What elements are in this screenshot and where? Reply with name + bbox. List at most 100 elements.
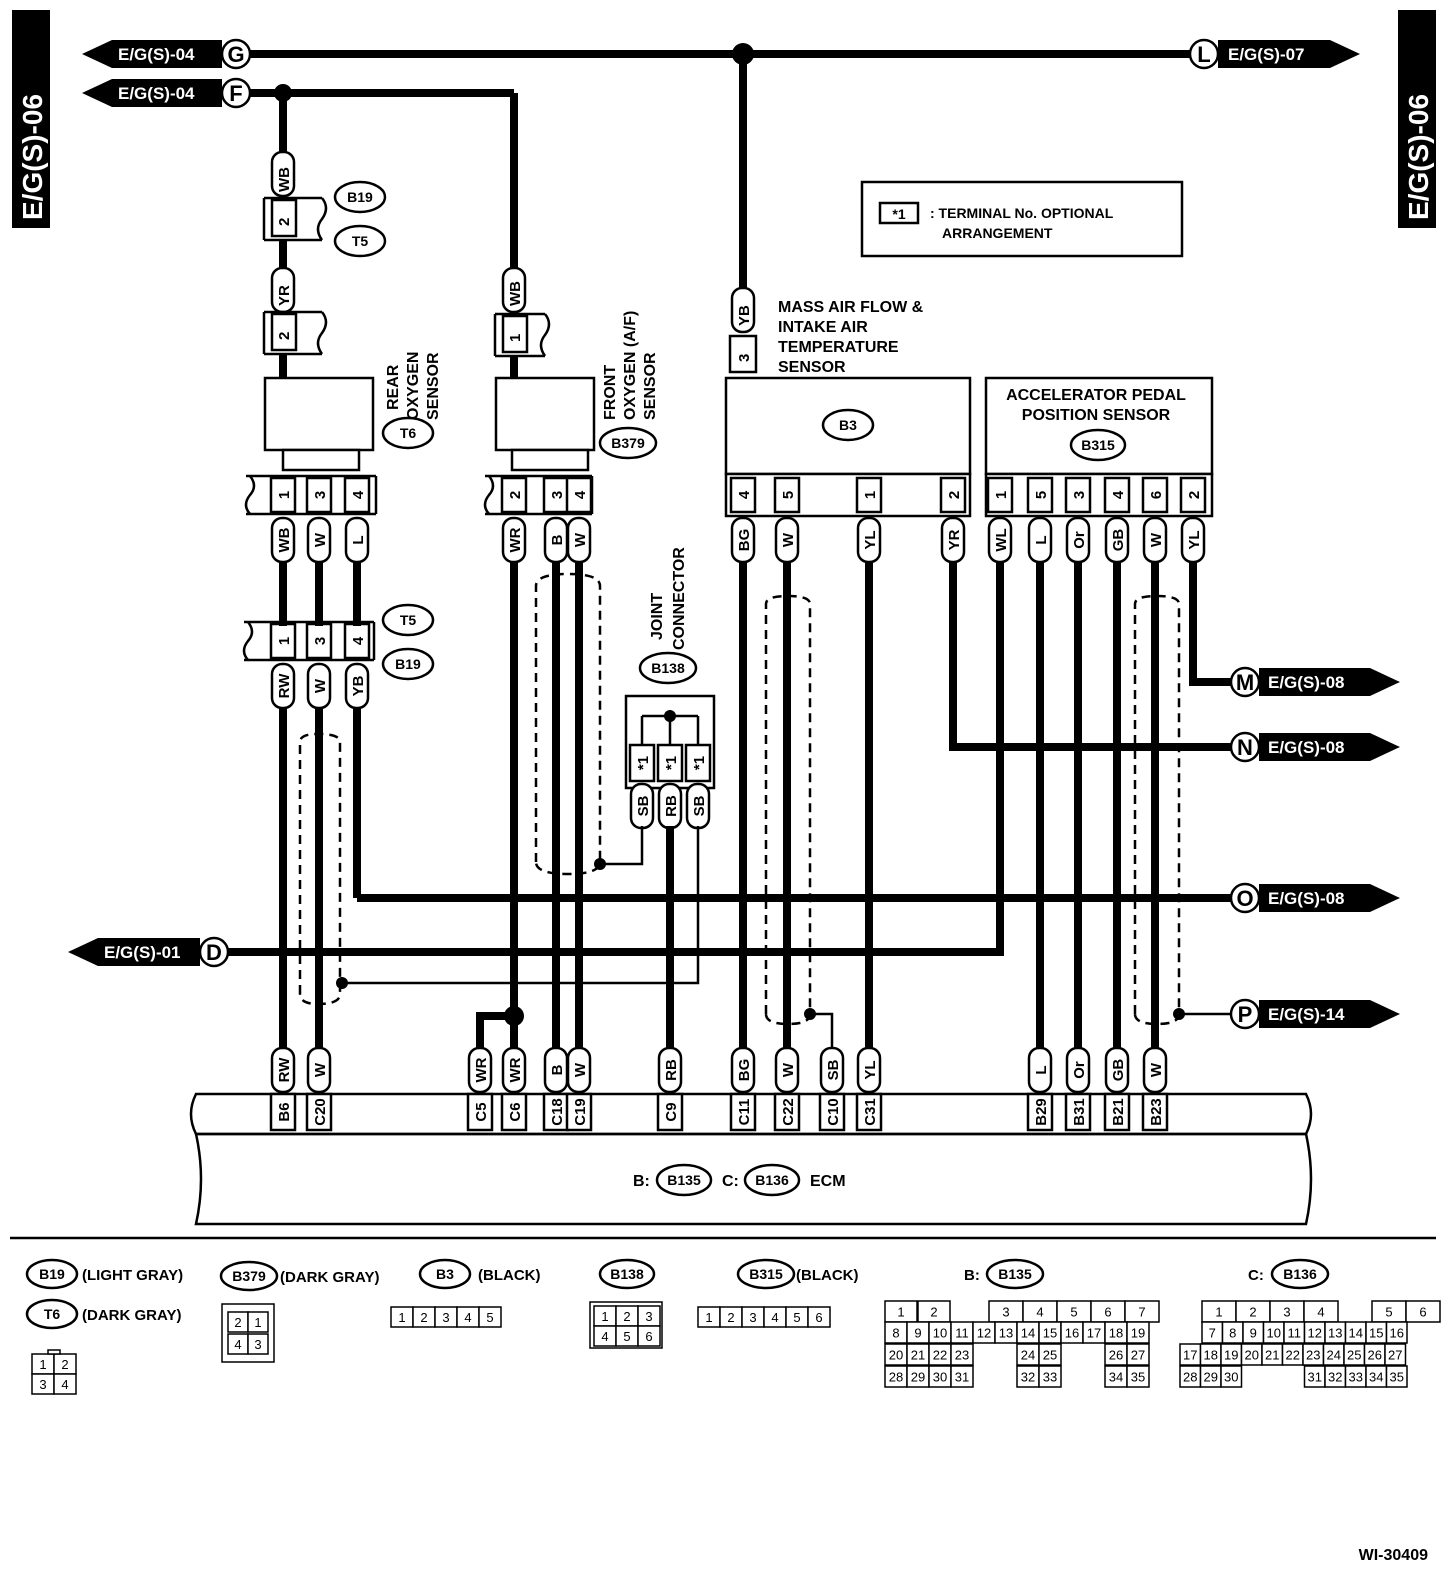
connection-arrow-p: P E/G(S)-14	[1229, 998, 1400, 1030]
pin-cell	[818, 1092, 846, 1132]
pin-cell	[542, 476, 570, 514]
legend-cell-number: 15	[1369, 1326, 1383, 1341]
legend-key	[47, 1349, 61, 1355]
wire-color-label: YR	[946, 529, 963, 550]
wire-label-pill	[730, 1046, 756, 1094]
pin-number: 4	[1110, 490, 1127, 499]
pin-cell	[1026, 476, 1054, 514]
legend-cell-number: 9	[914, 1326, 921, 1341]
legend-cell-number: 17	[1183, 1348, 1197, 1363]
legend-cell-number: 31	[1308, 1370, 1322, 1385]
legend-cell-number: 18	[1204, 1348, 1218, 1363]
legend-cell-number: 7	[1209, 1326, 1216, 1341]
pin-cell	[1103, 1092, 1131, 1132]
pin-number: 2	[507, 491, 524, 499]
svg-text:B136: B136	[755, 1172, 789, 1188]
connector-t5-b19-lower: T5 B19	[242, 603, 435, 681]
svg-text:(LIGHT GRAY): (LIGHT GRAY)	[82, 1267, 183, 1284]
legend-cell-number: 12	[1308, 1326, 1322, 1341]
pin-number: B21	[1110, 1098, 1127, 1126]
wire-color-label: BG	[736, 529, 753, 552]
wire-color-label: WR	[507, 1057, 524, 1082]
svg-text:(BLACK): (BLACK)	[478, 1267, 540, 1284]
side-label-right: E/G(S)-06	[1398, 10, 1436, 228]
svg-text:O: O	[1236, 886, 1253, 911]
pin-number: C31	[862, 1098, 879, 1126]
legend-cell-number: 34	[1109, 1370, 1123, 1385]
legend-cell-number: 11	[1288, 1326, 1302, 1341]
legend-cell-number: 2	[930, 1305, 937, 1320]
wire-color-label: W	[780, 532, 797, 547]
legend-cell-number: 33	[1349, 1370, 1363, 1385]
legend-cell	[1126, 1343, 1150, 1366]
wire-label-pill	[1180, 516, 1206, 564]
svg-text:: TERMINAL No. OPTIONAL: : TERMINAL No. OPTIONAL	[930, 205, 1114, 221]
pin-number: C9	[663, 1102, 680, 1121]
pin-cell	[542, 1092, 570, 1132]
svg-text:D: D	[206, 940, 222, 965]
legend-cell-number: 20	[889, 1348, 903, 1363]
svg-text:B19: B19	[395, 656, 421, 672]
rear-oxygen-sensor: REAR OXYGEN SENSOR T6	[263, 352, 442, 472]
legend-cell-number: 24	[1021, 1348, 1035, 1363]
legend-cell	[1384, 1343, 1407, 1366]
wire-color-label: YB	[350, 675, 367, 696]
pin-number: *1	[691, 756, 708, 770]
legend-cell	[1038, 1343, 1062, 1366]
wire-color-label: W	[780, 1062, 797, 1077]
pin-number: 5	[1033, 491, 1050, 499]
svg-text:3: 3	[736, 354, 753, 362]
wire-color-label: GB	[1110, 529, 1127, 552]
connection-arrow-d: E/G(S)-01 D	[68, 936, 230, 968]
legend-cell-number: 21	[911, 1348, 925, 1363]
wire-color-label: RW	[276, 1057, 293, 1083]
legend-cell-number: 5	[1385, 1305, 1392, 1320]
svg-text:B19: B19	[39, 1266, 65, 1282]
pin-cell	[656, 1092, 684, 1132]
legend-cell-number: 3	[442, 1310, 449, 1325]
wire-color-label: L	[350, 535, 367, 544]
wire-color-label: RB	[663, 1059, 680, 1081]
legend-cell-number: 27	[1388, 1348, 1402, 1363]
pin-cell	[565, 1092, 593, 1132]
svg-text:G: G	[227, 42, 244, 67]
legend-cell-number: 10	[933, 1326, 947, 1341]
shield-ground	[600, 826, 644, 866]
svg-text:OXYGEN: OXYGEN	[405, 352, 422, 420]
pin-cell	[1064, 476, 1092, 514]
svg-text:CONNECTOR: CONNECTOR	[671, 547, 688, 650]
legend-cell-number: 5	[1070, 1305, 1077, 1320]
wire-color-label: BG	[736, 1059, 753, 1082]
svg-text:(BLACK): (BLACK)	[796, 1267, 858, 1284]
legend-cell-number: 4	[1036, 1305, 1043, 1320]
legend-cell-number: 3	[39, 1377, 46, 1392]
wire-to-m	[1189, 562, 1232, 686]
connector-b379-top: 1	[493, 312, 551, 358]
svg-text:E/G(S)-04: E/G(S)-04	[118, 84, 195, 103]
pin-number: 3	[312, 491, 329, 499]
pin-cell	[269, 476, 297, 514]
wire-color-label: RB	[663, 795, 680, 817]
legend-cell	[53, 1373, 77, 1395]
svg-text:E/G(S)-08: E/G(S)-08	[1268, 673, 1345, 692]
svg-text:JOINT: JOINT	[649, 593, 666, 640]
legend-cell-number: 3	[645, 1309, 652, 1324]
wire-color-label: W	[312, 1062, 329, 1077]
front-oxygen-sensor: FRONT OXYGEN (A/F) SENSOR B379	[494, 311, 659, 472]
pin-number: C10	[825, 1098, 842, 1126]
pin-cell	[1064, 1092, 1092, 1132]
pin-cell	[855, 1092, 883, 1132]
accelerator-pedal-position-sensor: ACCELERATOR PEDAL POSITION SENSOR B315	[984, 376, 1214, 518]
svg-text:T6: T6	[400, 425, 417, 441]
pin-cell	[565, 476, 593, 514]
svg-text:SENSOR: SENSOR	[642, 352, 659, 420]
legend-cell-number: 34	[1369, 1370, 1383, 1385]
pin-cell	[466, 1092, 494, 1132]
legend-cell-number: 12	[977, 1326, 991, 1341]
legend-cell-number: 16	[1065, 1326, 1079, 1341]
wire-label-wb: WB	[270, 150, 296, 198]
legend-cell-number: 1	[705, 1310, 712, 1325]
legend-cell-number: 14	[1349, 1326, 1363, 1341]
svg-text:B:: B:	[633, 1173, 650, 1190]
